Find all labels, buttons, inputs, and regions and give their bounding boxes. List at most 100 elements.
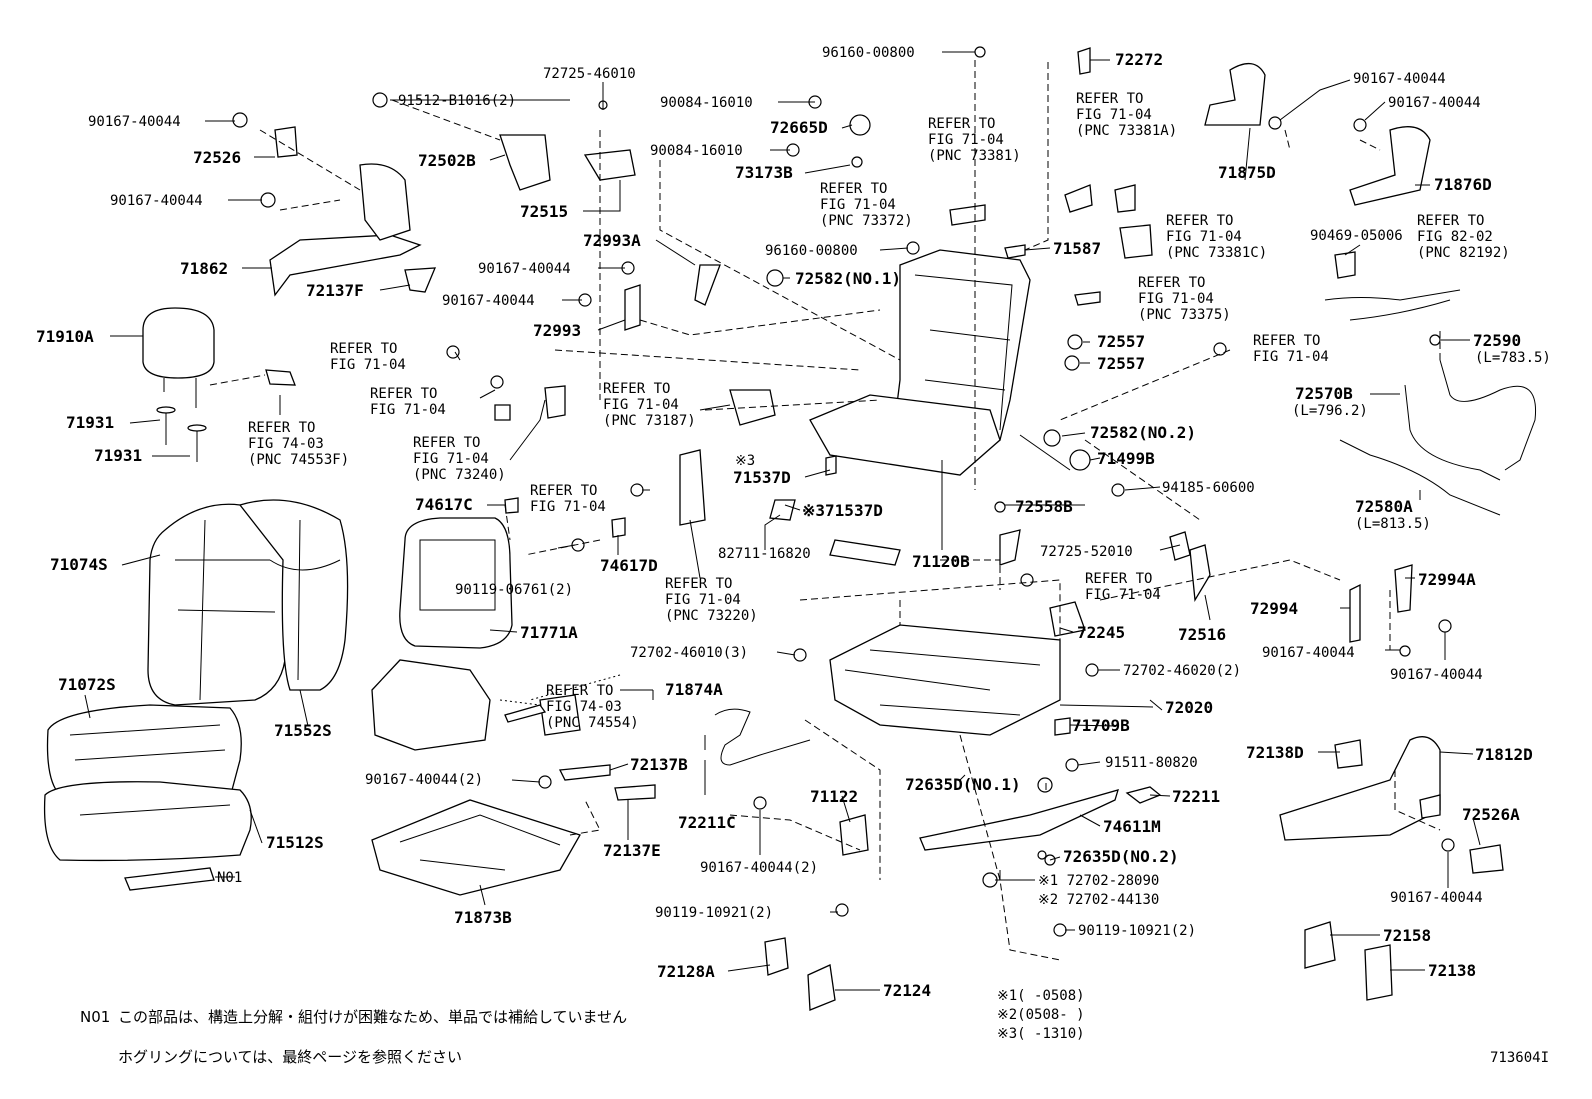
- label: 72557: [1097, 354, 1145, 373]
- label: 74611M: [1103, 817, 1161, 836]
- label: 72665D: [770, 118, 828, 137]
- label: 71862: [180, 259, 228, 278]
- back-panel: [371, 659, 491, 751]
- diagram-id: 713604I: [1490, 1050, 1549, 1066]
- label: 90167-40044: [1388, 95, 1481, 111]
- guide-lines: [209, 60, 1441, 961]
- cover-71875D: [1204, 63, 1266, 126]
- label: 72124: [883, 981, 931, 1000]
- label: 72635D(NO.2): [1063, 847, 1179, 866]
- label: 72526: [193, 148, 241, 167]
- label: 71072S: [58, 675, 116, 694]
- label: 90167-40044(2): [365, 772, 483, 788]
- label: 90084-16010: [660, 95, 753, 111]
- cable-72570B: [1404, 384, 1501, 481]
- label: 72582(NO.2): [1090, 423, 1196, 442]
- label: 71931: [66, 413, 114, 432]
- legend-item: ※1( -0508): [997, 988, 1085, 1004]
- label: 72993A: [583, 231, 641, 250]
- label: 72138D: [1246, 743, 1304, 762]
- label: 72272: [1115, 50, 1163, 69]
- seat-track-frame: [829, 624, 1061, 736]
- label: ※2 72702-44130: [1038, 892, 1159, 908]
- label: 71499B: [1097, 449, 1155, 468]
- label: 71874A: [665, 680, 723, 699]
- label: (L=783.5): [1475, 350, 1551, 366]
- label: 72725-46010: [543, 66, 636, 82]
- label: 72570B: [1295, 384, 1353, 403]
- label: 72245: [1077, 623, 1125, 642]
- label: 72702-46020(2): [1123, 663, 1241, 679]
- label: 90119-06761(2): [455, 582, 573, 598]
- label: N01: [217, 870, 242, 886]
- label: 96160-00800: [822, 45, 915, 61]
- label: 72558B: [1015, 497, 1073, 516]
- label: 72557: [1097, 332, 1145, 351]
- label: 72211: [1172, 787, 1220, 806]
- label: 71876D: [1434, 175, 1492, 194]
- label: 96160-00800: [765, 243, 858, 259]
- label: 72020: [1165, 698, 1213, 717]
- seatback-cover: [147, 503, 286, 706]
- label: 91511-80820: [1105, 755, 1198, 771]
- label: 72515: [520, 202, 568, 221]
- label: 71122: [810, 787, 858, 806]
- label: 73173B: [735, 163, 793, 182]
- label: 90084-16010: [650, 143, 743, 159]
- legend-item: ※3( -1310): [997, 1026, 1085, 1042]
- headrest: [142, 307, 215, 462]
- label: 72590: [1473, 331, 1521, 350]
- footnote-n01: この部品は、構造上分解・組付けが困難なため、単品では補給していません: [118, 1008, 627, 1026]
- cable-72580A: [1339, 439, 1501, 516]
- label: 72137E: [603, 841, 661, 860]
- label: 72128A: [657, 962, 715, 981]
- label: 90469-05006: [1310, 228, 1403, 244]
- label: 71873B: [454, 908, 512, 927]
- leader-lines: [84, 51, 1481, 991]
- label: 91512-B1016(2): [398, 93, 516, 109]
- strap-74611M: [919, 789, 1119, 851]
- label: 90167-40044: [88, 114, 181, 130]
- label: ※3: [735, 453, 755, 469]
- legend-item: ※2(0508- ): [997, 1007, 1085, 1023]
- label: 71771A: [520, 623, 578, 642]
- label: 72516: [1178, 625, 1226, 644]
- seatback-pad: [238, 499, 349, 691]
- label: 72138: [1428, 961, 1476, 980]
- cable-72590: [1439, 359, 1537, 471]
- label: 72994A: [1418, 570, 1476, 589]
- label: 72137F: [306, 281, 364, 300]
- label: 90167-40044: [110, 193, 203, 209]
- label: ※1 72702-28090: [1038, 873, 1159, 889]
- seat-pan-frame: [809, 394, 1001, 476]
- label: 71812D: [1475, 745, 1533, 764]
- label: (L=813.5): [1355, 516, 1431, 532]
- label: 74617C: [415, 495, 473, 514]
- label: 71910A: [36, 327, 94, 346]
- label: 72211C: [678, 813, 736, 832]
- label: 72582(NO.1): [795, 269, 901, 288]
- label: ※371537D: [802, 501, 883, 520]
- label: 71587: [1053, 239, 1101, 258]
- back-board: [399, 517, 513, 649]
- label: 82711-16820: [718, 546, 811, 562]
- label: 74617D: [600, 556, 658, 575]
- label: 90167-40044: [442, 293, 535, 309]
- footnote-code: N01: [80, 1008, 110, 1026]
- label: 90167-40044: [1390, 667, 1483, 683]
